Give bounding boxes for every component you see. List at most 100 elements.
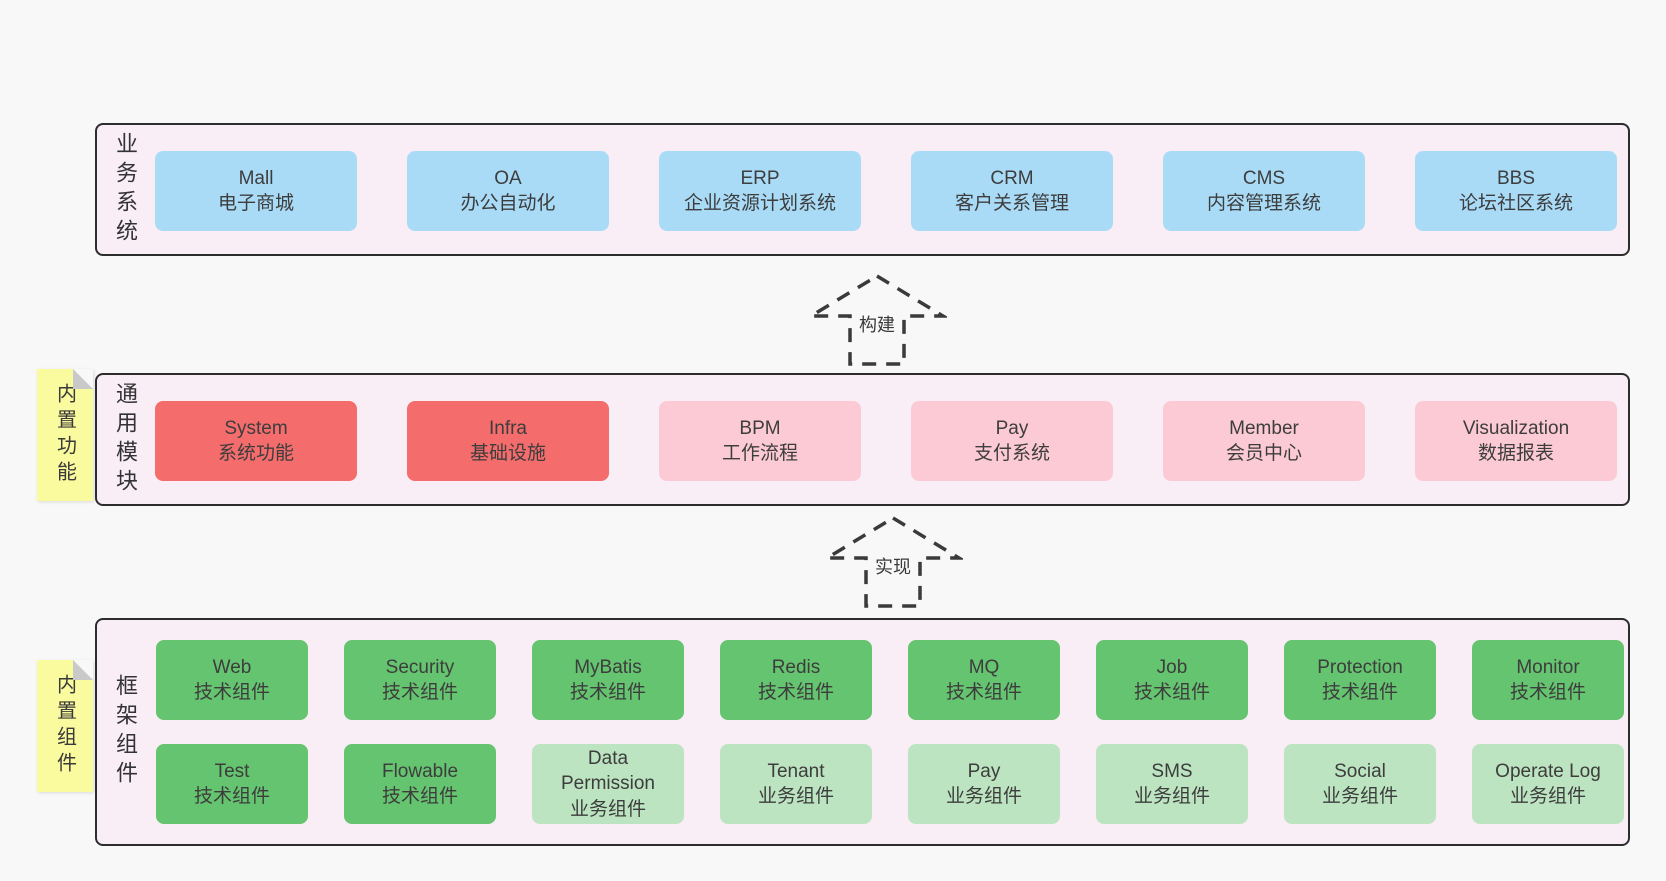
box-title: Visualization bbox=[1462, 417, 1570, 439]
box-subtitle: 业务组件 bbox=[1133, 786, 1210, 807]
box-title: Protection bbox=[1317, 656, 1403, 678]
box-title: Security bbox=[385, 656, 455, 678]
box-system: System 系统功能 bbox=[155, 401, 357, 481]
section-framework-components: 框架组件 Web 技术组件 Security 技术组件 MyBatis 技术组件… bbox=[95, 618, 1630, 846]
box-crm: CRM 客户关系管理 bbox=[911, 151, 1113, 231]
sticky-tag-builtin-components: 内置组件 bbox=[37, 660, 93, 792]
box-title: Job bbox=[1156, 656, 1188, 678]
box-mall: Mall 电子商城 bbox=[155, 151, 357, 231]
box-subtitle: 技术组件 bbox=[193, 682, 270, 703]
box-title: CMS bbox=[1242, 167, 1286, 189]
box-data-permission: Data Permission 业务组件 bbox=[532, 744, 684, 824]
sticky-tag-label: 内置组件 bbox=[53, 674, 76, 778]
up-arrow-icon bbox=[823, 515, 963, 608]
box-subtitle: 业务组件 bbox=[1509, 786, 1586, 807]
box-subtitle: 技术组件 bbox=[569, 682, 646, 703]
box-title: BBS bbox=[1496, 167, 1536, 189]
up-arrow-icon bbox=[807, 273, 947, 366]
section-business-label: 业务系统 bbox=[113, 131, 138, 248]
box-flowable: Flowable 技术组件 bbox=[344, 744, 496, 824]
sticky-tag-label: 内置功能 bbox=[53, 383, 76, 487]
box-title: Monitor bbox=[1516, 656, 1580, 678]
box-subtitle: 支付系统 bbox=[973, 443, 1050, 464]
box-subtitle: 数据报表 bbox=[1477, 443, 1554, 464]
box-subtitle: 技术组件 bbox=[1133, 682, 1210, 703]
box-subtitle: 技术组件 bbox=[193, 786, 270, 807]
box-tenant: Tenant 业务组件 bbox=[720, 744, 872, 824]
box-subtitle: 办公自动化 bbox=[460, 193, 556, 214]
box-visualization: Visualization 数据报表 bbox=[1415, 401, 1617, 481]
box-bbs: BBS 论坛社区系统 bbox=[1415, 151, 1617, 231]
box-title: CRM bbox=[990, 167, 1034, 189]
box-title: ERP bbox=[740, 167, 780, 189]
box-subtitle: 企业资源计划系统 bbox=[683, 193, 836, 214]
box-title: Pay bbox=[967, 760, 1001, 782]
box-title: System bbox=[224, 417, 288, 439]
box-title: Web bbox=[212, 656, 252, 678]
section-modules-label: 通用模块 bbox=[113, 381, 138, 498]
box-subtitle: 业务组件 bbox=[1321, 786, 1398, 807]
box-sms: SMS 业务组件 bbox=[1096, 744, 1248, 824]
box-subtitle: 系统功能 bbox=[217, 443, 294, 464]
box-erp: ERP 企业资源计划系统 bbox=[659, 151, 861, 231]
box-mq: MQ 技术组件 bbox=[908, 640, 1060, 720]
box-title: Tenant bbox=[767, 760, 825, 782]
box-mybatis: MyBatis 技术组件 bbox=[532, 640, 684, 720]
box-subtitle: 技术组件 bbox=[381, 682, 458, 703]
section-business-systems: 业务系统 Mall 电子商城 OA 办公自动化 ERP 企业资源计划系统 CRM… bbox=[95, 123, 1630, 256]
box-title: Redis bbox=[771, 656, 821, 678]
box-pay-business: Pay 业务组件 bbox=[908, 744, 1060, 824]
section-framework-label: 框架组件 bbox=[113, 674, 138, 790]
box-infra: Infra 基础设施 bbox=[407, 401, 609, 481]
box-title: Pay bbox=[995, 417, 1029, 439]
box-title: MQ bbox=[968, 656, 1000, 678]
box-subtitle: 技术组件 bbox=[945, 682, 1022, 703]
box-title: Test bbox=[214, 760, 250, 782]
box-subtitle: 技术组件 bbox=[757, 682, 834, 703]
box-security: Security 技术组件 bbox=[344, 640, 496, 720]
box-oa: OA 办公自动化 bbox=[407, 151, 609, 231]
box-title: Operate Log bbox=[1495, 760, 1601, 782]
box-protection: Protection 技术组件 bbox=[1284, 640, 1436, 720]
box-bpm: BPM 工作流程 bbox=[659, 401, 861, 481]
box-test: Test 技术组件 bbox=[156, 744, 308, 824]
box-job: Job 技术组件 bbox=[1096, 640, 1248, 720]
box-subtitle: 业务组件 bbox=[569, 798, 646, 820]
box-title: Social bbox=[1334, 760, 1386, 782]
box-subtitle: 技术组件 bbox=[1509, 682, 1586, 703]
box-title: Infra bbox=[488, 417, 528, 439]
box-subtitle: 业务组件 bbox=[757, 786, 834, 807]
box-web: Web 技术组件 bbox=[156, 640, 308, 720]
box-subtitle: 电子商城 bbox=[217, 193, 294, 214]
box-title: Flowable bbox=[381, 760, 459, 782]
box-title: Mall bbox=[238, 167, 274, 189]
box-social: Social 业务组件 bbox=[1284, 744, 1436, 824]
box-subtitle: 客户关系管理 bbox=[954, 193, 1069, 214]
box-title: Member bbox=[1229, 417, 1299, 439]
box-subtitle: 会员中心 bbox=[1225, 443, 1302, 464]
box-subtitle: 业务组件 bbox=[945, 786, 1022, 807]
box-subtitle: 技术组件 bbox=[1321, 682, 1398, 703]
box-operate-log: Operate Log 业务组件 bbox=[1472, 744, 1624, 824]
box-pay: Pay 支付系统 bbox=[911, 401, 1113, 481]
box-title: BPM bbox=[739, 417, 781, 439]
arrow-implement-label: 实现 bbox=[871, 553, 915, 579]
box-monitor: Monitor 技术组件 bbox=[1472, 640, 1624, 720]
box-title: Data Permission bbox=[561, 748, 655, 795]
arrow-build: 构建 bbox=[807, 272, 947, 368]
box-subtitle: 工作流程 bbox=[721, 443, 798, 464]
sticky-tag-builtin-features: 内置功能 bbox=[37, 369, 93, 501]
box-subtitle: 论坛社区系统 bbox=[1458, 193, 1573, 214]
section-common-modules: 通用模块 System 系统功能 Infra 基础设施 BPM 工作流程 Pay… bbox=[95, 373, 1630, 506]
box-title: OA bbox=[494, 167, 522, 189]
box-member: Member 会员中心 bbox=[1163, 401, 1365, 481]
arrow-build-label: 构建 bbox=[855, 311, 899, 337]
box-title: SMS bbox=[1151, 760, 1193, 782]
box-subtitle: 技术组件 bbox=[381, 786, 458, 807]
arrow-implement: 实现 bbox=[823, 514, 963, 610]
box-subtitle: 内容管理系统 bbox=[1206, 193, 1321, 214]
box-subtitle: 基础设施 bbox=[469, 443, 546, 464]
box-title: MyBatis bbox=[574, 656, 642, 678]
box-cms: CMS 内容管理系统 bbox=[1163, 151, 1365, 231]
